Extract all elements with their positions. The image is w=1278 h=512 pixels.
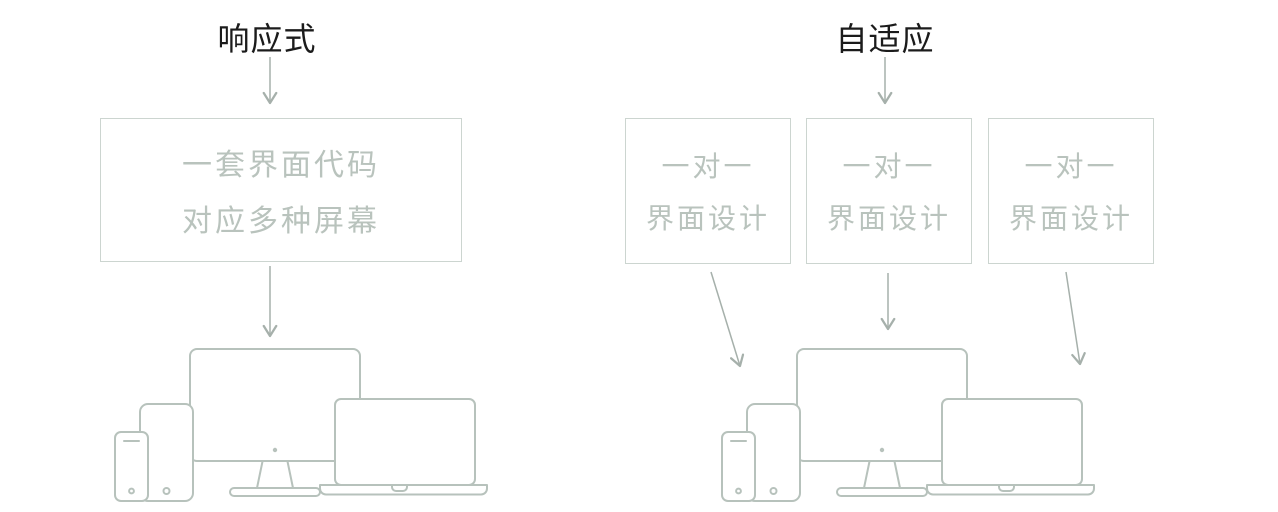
adaptive-design-box-3: 一对一 界面设计 — [988, 118, 1154, 264]
adaptive-title: 自适应 — [835, 21, 935, 57]
responsive-box-line2: 对应多种屏幕 — [182, 205, 380, 238]
responsive-description-box: 一套界面代码 对应多种屏幕 — [100, 118, 462, 262]
adaptive-design-box-1: 一对一 界面设计 — [625, 118, 791, 264]
adaptive-box2-line1: 一对一 — [842, 151, 936, 182]
left-devices-illustration — [114, 348, 488, 502]
adaptive-box3-line1: 一对一 — [1024, 151, 1118, 182]
right-devices-illustration — [721, 348, 1095, 502]
responsive-title: 响应式 — [217, 21, 317, 57]
right-box1-to-devices-arrow — [710, 271, 745, 368]
adaptive-design-box-2: 一对一 界面设计 — [806, 118, 972, 264]
adaptive-box1-line2: 界面设计 — [645, 203, 770, 234]
responsive-box-line1: 一套界面代码 — [182, 149, 380, 182]
adaptive-box3-line2: 界面设计 — [1008, 203, 1133, 234]
right-box3-to-devices-arrow — [1065, 271, 1086, 366]
adaptive-box1-line1: 一对一 — [661, 151, 755, 182]
adaptive-box2-line2: 界面设计 — [826, 203, 951, 234]
